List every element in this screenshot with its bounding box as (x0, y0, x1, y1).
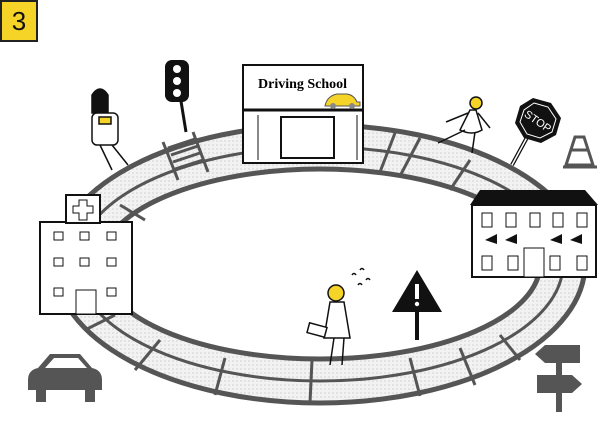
school-building-icon (470, 190, 598, 278)
crosswalk (161, 131, 210, 181)
car-icon (324, 93, 361, 109)
hospital-icon (39, 194, 133, 315)
girl-standing-figure (91, 88, 129, 171)
traffic-cone-icon (563, 135, 597, 169)
driving-school-sign: Driving School (258, 77, 347, 92)
girl-walking-figure (437, 96, 491, 154)
stop-sign-icon: STOP (510, 98, 561, 166)
traffic-light-icon (165, 60, 189, 133)
step-number-badge: 3 (0, 0, 38, 42)
girl-tired-figure (306, 267, 371, 366)
warning-sign-icon (392, 270, 442, 340)
driving-school-building: Driving School (242, 64, 364, 164)
car-icon (28, 354, 102, 402)
direction-signpost-icon (535, 345, 582, 412)
